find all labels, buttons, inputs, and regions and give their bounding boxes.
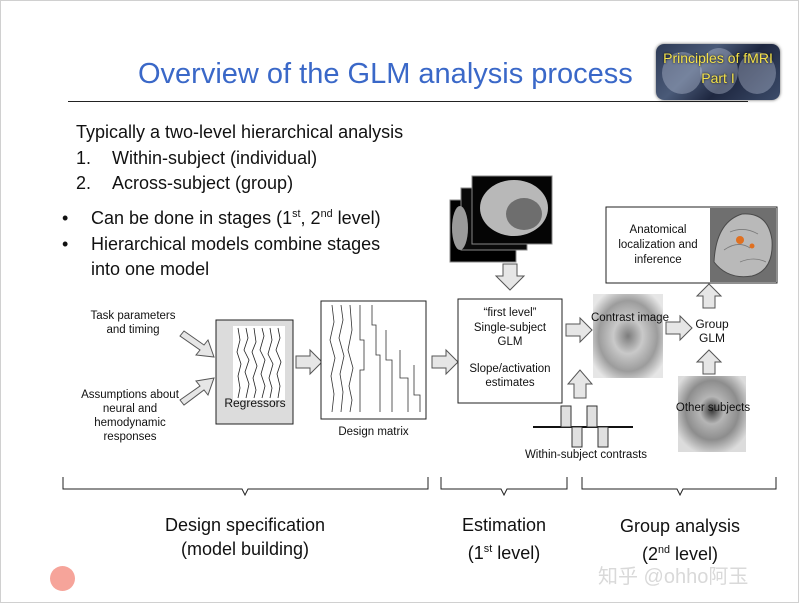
mri-down-arrow	[494, 263, 526, 291]
contrast-bar-1	[560, 405, 572, 428]
bullet-1-sup-2: nd	[320, 208, 333, 220]
intro-text: Typically a two-level hierarchical analy…	[76, 122, 404, 142]
estimation-section-label: Estimation (1st level)	[444, 513, 564, 565]
activation-blob-small	[749, 243, 755, 249]
slide-title: Overview of the GLM analysis process	[138, 58, 633, 90]
bracket-group	[581, 477, 777, 497]
group-up-arrow	[695, 283, 723, 309]
bullet-item-2: • Hierarchical models combine stages	[62, 234, 380, 255]
other-subjects-label: Other subjects	[675, 402, 751, 414]
first-level-line-4: Slope/activation	[469, 362, 551, 375]
estimation-section-line-1: Estimation	[461, 515, 547, 535]
regressors-label: Regressors	[224, 396, 286, 410]
contrast-bar-4	[597, 426, 609, 448]
bullet-1-pre: Can be done in stages (1	[91, 208, 293, 228]
estimation-post: level)	[492, 543, 541, 563]
regressor-waveforms	[236, 327, 282, 399]
task-parameters-line-1: Task parameters	[90, 310, 176, 322]
design-matrix-columns	[329, 304, 421, 413]
group-post: level)	[670, 544, 719, 564]
first-level-text: “first level” Single-subject GLM Slope/a…	[458, 306, 562, 391]
bullet-item-1: • Can be done in stages (1st, 2nd level)	[62, 208, 381, 229]
assumptions-line-4: responses	[103, 431, 157, 443]
group-glm-line-1: Group	[695, 317, 729, 331]
group-glm-line-2: GLM	[698, 331, 725, 345]
design-section-line-2: (model building)	[180, 539, 310, 559]
bullet-1-mid: , 2	[300, 208, 321, 228]
regressors-plot-area	[233, 326, 285, 400]
bracket-estimation	[440, 477, 568, 497]
mri-slice-edge	[452, 206, 468, 250]
other-subjects-image	[678, 376, 746, 452]
pink-dot	[50, 566, 75, 591]
assumptions-line-1: Assumptions about	[81, 389, 179, 401]
numbered-item-1-text: Within-subject (individual)	[112, 148, 318, 168]
within-subject-contrasts-label: Within-subject contrasts	[524, 449, 648, 461]
bullet-2-line-2: into one model	[91, 259, 210, 279]
task-arrow	[179, 330, 215, 358]
contrast-bar-2	[571, 426, 583, 448]
numbered-item-2-text: Across-subject (group)	[112, 173, 294, 193]
mri-ventricle	[506, 198, 542, 230]
numbered-item-1-number: 1.	[76, 148, 92, 168]
group-glm-label: Group GLM	[684, 317, 740, 345]
assumptions-arrow	[179, 377, 215, 406]
group-pre: (2	[641, 544, 658, 564]
group-section-line-2: (2nd level)	[600, 538, 760, 566]
bullet-1-sup-1: st	[292, 208, 301, 220]
design-section-line-1: Design specification	[164, 515, 326, 535]
numbered-item-1: 1. Within-subject (individual)	[76, 148, 317, 169]
design-matrix-label: Design matrix	[338, 426, 409, 438]
estimation-pre: (1	[467, 543, 484, 563]
design-matrix-box	[320, 300, 427, 420]
bullet-1-post: level)	[332, 208, 381, 228]
anatomical-line-2: localization and	[618, 239, 698, 251]
first-level-line-3: GLM	[497, 336, 523, 348]
contrast-image-label: Contrast image	[591, 312, 669, 324]
first-level-box	[457, 298, 563, 404]
estimation-sup: st	[483, 543, 493, 555]
other-subjects-up-arrow	[695, 349, 723, 375]
estimation-section-line-2: (1st level)	[444, 537, 564, 565]
anatomical-label: Anatomical localization and inference	[608, 223, 708, 268]
watermark: 知乎 @ohho阿玉	[598, 566, 749, 588]
anatomical-sulci	[723, 229, 767, 263]
numbered-item-2: 2. Across-subject (group)	[76, 173, 293, 194]
assumptions-label: Assumptions about neural and hemodynamic…	[72, 388, 188, 444]
group-section-line-1: Group analysis	[619, 516, 741, 536]
bullet-dot-icon: •	[62, 234, 69, 254]
first-level-line-2: Single-subject	[473, 321, 547, 334]
numbered-item-2-number: 2.	[76, 173, 92, 193]
course-logo: Principles of fMRI Part I	[656, 44, 780, 100]
contrast-image	[593, 294, 663, 378]
group-sup: nd	[657, 544, 670, 556]
bullet-2-line-1: Hierarchical models combine stages	[91, 234, 381, 254]
activation-blob	[736, 236, 744, 244]
logo-line-2: Part I	[701, 70, 735, 86]
logo-line-1: Principles of fMRI	[663, 50, 773, 66]
bracket-design	[62, 477, 429, 497]
group-section-label: Group analysis (2nd level)	[600, 514, 760, 566]
assumptions-line-2: neural and	[102, 403, 158, 415]
contrast-bar-3	[586, 405, 598, 428]
title-underline	[68, 101, 748, 102]
assumptions-line-3: hemodynamic	[94, 417, 166, 429]
first-level-quote: “first level”	[483, 307, 537, 319]
design-section-label: Design specification (model building)	[120, 513, 370, 561]
anatomical-line-3: inference	[634, 254, 682, 266]
task-parameters-label: Task parameters and timing	[78, 309, 188, 337]
contrast-up-arrow	[566, 369, 594, 399]
bullet-dot-icon: •	[62, 208, 69, 228]
anatomical-line-1: Anatomical	[629, 224, 687, 236]
task-parameters-line-2: and timing	[106, 324, 160, 336]
first-level-line-5: estimates	[485, 377, 535, 389]
